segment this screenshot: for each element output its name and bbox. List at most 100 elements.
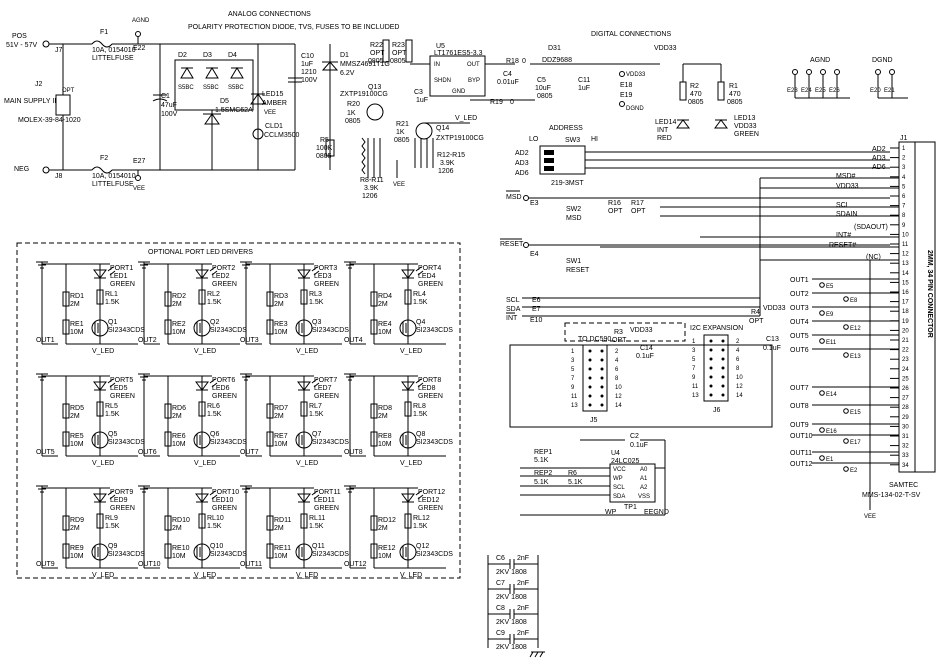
port-label: PORT4 bbox=[418, 265, 441, 272]
d1-volt: 6.2V bbox=[340, 70, 355, 77]
v-led-label: V_LED bbox=[92, 348, 114, 355]
q-value: SI2343CDS bbox=[312, 327, 349, 334]
r1-size: 0805 bbox=[727, 99, 743, 106]
rep2-val: 5.1K bbox=[534, 479, 549, 486]
r21-val: 1K bbox=[396, 129, 405, 136]
d4-ref: D4 bbox=[228, 52, 237, 59]
header-pin-even: 6 bbox=[615, 367, 619, 373]
msd-label: MSD bbox=[506, 194, 522, 201]
out-label: OUT10 bbox=[138, 561, 161, 568]
r3-ref: R3 bbox=[614, 329, 623, 336]
j1-pin: 27 bbox=[902, 396, 909, 402]
header-pin-even: 10 bbox=[736, 375, 743, 381]
vee-bottom: VEE bbox=[864, 514, 876, 520]
output-test-point bbox=[843, 324, 849, 330]
i2c-exp-label: I2C EXPANSION bbox=[690, 325, 743, 332]
c5-size: 0805 bbox=[537, 93, 553, 100]
q-ref: Q11 bbox=[312, 543, 325, 550]
re-value: 10M bbox=[70, 441, 84, 448]
j1-pin: 2 bbox=[902, 156, 906, 162]
mosfet bbox=[295, 543, 313, 561]
resistor-rl bbox=[96, 513, 104, 529]
j1-pin: 14 bbox=[902, 271, 909, 277]
output-test-point bbox=[819, 390, 825, 396]
r16-ref: R16 bbox=[608, 200, 621, 207]
led-driver-cell: PORT11LED11GREENRD112MRL111.5KRE1110MQ11… bbox=[240, 485, 349, 579]
c10-size: 1210 bbox=[301, 69, 317, 76]
rl-value: 1.5K bbox=[105, 299, 120, 306]
re-value: 10M bbox=[378, 441, 392, 448]
output-test-point-ref: E14 bbox=[826, 392, 837, 398]
v-led-analog: V_LED bbox=[455, 115, 477, 122]
q-ref: Q6 bbox=[210, 431, 219, 438]
re-value: 10M bbox=[378, 553, 392, 560]
r22-size: 0805 bbox=[368, 58, 384, 65]
i2c-expansion-section: I2C EXPANSION R4 OPT VDD33 C13 0.1uF J6 bbox=[509, 305, 786, 428]
rl-value: 1.5K bbox=[309, 299, 324, 306]
j1-pin: 23 bbox=[902, 357, 909, 363]
r6-val: 5.1K bbox=[568, 479, 583, 486]
j1-pin: 10 bbox=[902, 232, 909, 238]
port-label: PORT7 bbox=[314, 377, 337, 384]
header-pin-odd: 7 bbox=[571, 376, 575, 382]
eeprom-u4 bbox=[609, 463, 656, 503]
header-pin-odd: 3 bbox=[692, 348, 696, 354]
resistor-ladder-r8-r11 bbox=[361, 137, 381, 178]
rl-value: 1.5K bbox=[413, 523, 428, 530]
r20-size: 0805 bbox=[345, 118, 361, 125]
v-led-label: V_LED bbox=[296, 572, 318, 579]
agnd-label-top: AGND bbox=[132, 18, 150, 24]
wp-label: WP bbox=[605, 509, 617, 516]
r20-ref: R20 bbox=[347, 101, 360, 108]
led14-ref: LED14 bbox=[655, 119, 677, 126]
rl-value: 1.5K bbox=[207, 523, 222, 530]
resistor-rl bbox=[96, 401, 104, 417]
re-value: 10M bbox=[172, 553, 186, 560]
resistor-rd bbox=[62, 515, 70, 531]
u5-ref: U5 bbox=[436, 43, 445, 50]
header-pin-even: 12 bbox=[615, 394, 622, 400]
output-test-point bbox=[843, 352, 849, 358]
port-label: PORT6 bbox=[212, 377, 235, 384]
re-ref: RE1 bbox=[70, 321, 84, 328]
cap-ref: C6 bbox=[496, 555, 505, 562]
c5-ref: C5 bbox=[537, 77, 546, 84]
u5-shdn: SHDN bbox=[434, 78, 451, 84]
r21-size: 0805 bbox=[394, 137, 410, 144]
digital-connections-title: DIGITAL CONNECTIONS bbox=[591, 31, 671, 38]
j1-pin: 7 bbox=[902, 204, 906, 210]
output-test-point-ref: E1 bbox=[826, 457, 834, 463]
rl-value: 1.5K bbox=[105, 523, 120, 530]
d2-ref: D2 bbox=[178, 52, 187, 59]
u4-vcc: VCC bbox=[613, 467, 626, 473]
q14-ref: Q14 bbox=[436, 125, 449, 132]
u4-vss: VSS bbox=[638, 494, 650, 500]
q14-val: ZXTP19100CG bbox=[436, 135, 484, 142]
port-label: PORT1 bbox=[110, 265, 133, 272]
q-value: SI2343CDS bbox=[210, 439, 247, 446]
j1-net-ad3: AD3 bbox=[872, 155, 886, 162]
header-pin-even: 4 bbox=[736, 348, 740, 354]
u4-sda: SDA bbox=[613, 494, 625, 500]
d31-ref: D31 bbox=[548, 45, 561, 52]
j1-out-label: OUT7 bbox=[790, 385, 809, 392]
r4-ref: R4 bbox=[751, 309, 760, 316]
out-label: OUT8 bbox=[344, 449, 363, 456]
out-label: OUT12 bbox=[344, 561, 367, 568]
header-pin-odd: 11 bbox=[571, 394, 578, 400]
rl-ref: RL2 bbox=[207, 291, 220, 298]
mosfet bbox=[399, 319, 417, 337]
rd-value: 2M bbox=[274, 301, 284, 308]
rd-value: 2M bbox=[70, 413, 80, 420]
j1-pin: 16 bbox=[902, 290, 909, 296]
mosfet bbox=[193, 543, 211, 561]
j1-out-label: OUT5 bbox=[790, 333, 809, 340]
r18-ref: R18 bbox=[506, 58, 519, 65]
c1-value: 47uF bbox=[161, 102, 177, 109]
j1-out-label: OUT2 bbox=[790, 291, 809, 298]
j1-net-reset: RESET# bbox=[829, 242, 856, 249]
led-color: GREEN bbox=[212, 393, 237, 400]
power-input-section: POS 51V - 57V J7 F1 10A, 0154010 LITTELF… bbox=[4, 18, 295, 192]
output-test-point-ref: E8 bbox=[850, 298, 858, 304]
